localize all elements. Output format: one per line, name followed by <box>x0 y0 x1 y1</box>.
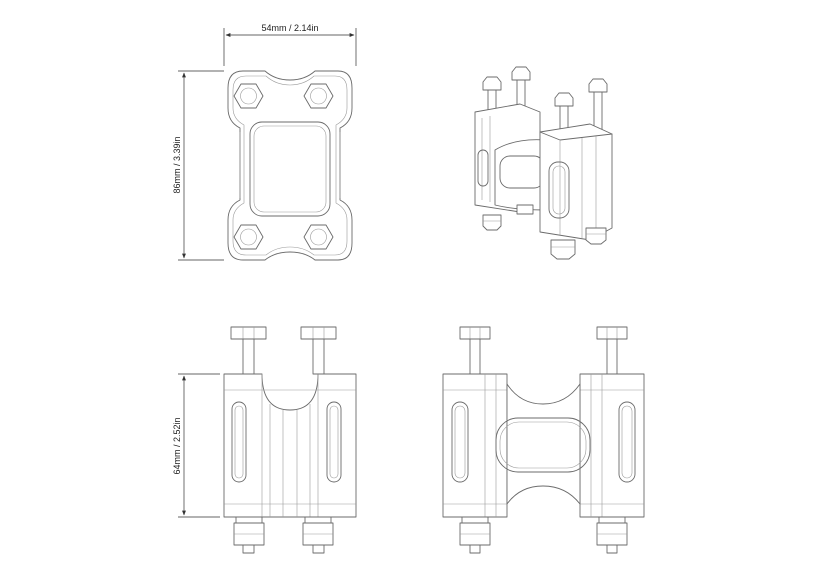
depth-dimension-label: 64mm / 2.52in <box>172 417 182 474</box>
top-view <box>227 70 353 261</box>
front-view <box>442 326 645 554</box>
isometric-view <box>474 66 613 260</box>
height-dimension-label: 86mm / 3.39in <box>172 136 182 193</box>
width-dimension-label: 54mm / 2.14in <box>261 23 318 33</box>
side-view <box>223 326 357 554</box>
depth-dimension: 64mm / 2.52in <box>172 373 220 518</box>
height-dimension: 86mm / 3.39in <box>172 70 224 261</box>
width-dimension: 54mm / 2.14in <box>223 23 357 66</box>
